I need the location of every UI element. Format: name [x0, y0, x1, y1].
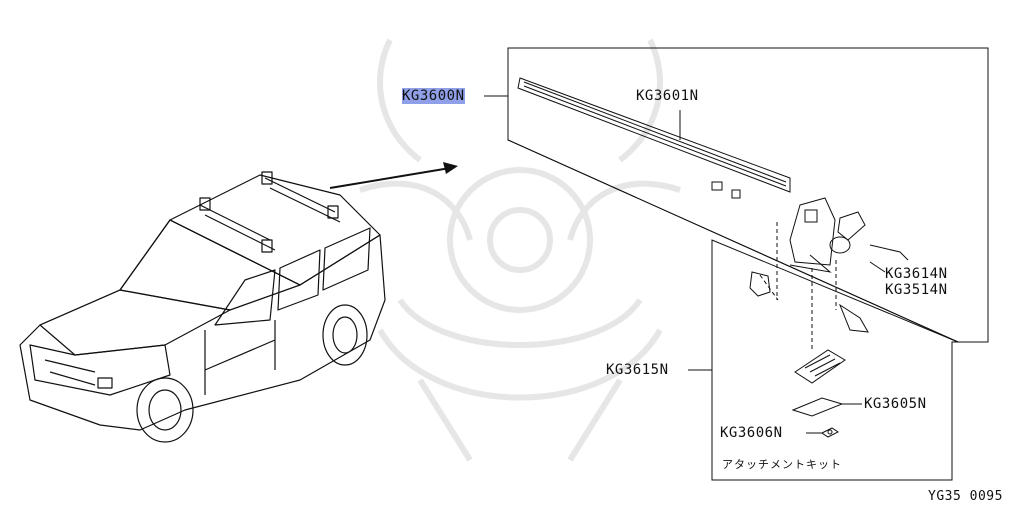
vehicle-illustration: [19, 171, 386, 443]
leader-lines: [484, 95, 886, 434]
roof-rail-part: [517, 77, 791, 199]
figure-code: YG35 0095: [928, 489, 1003, 504]
pad-sheet-part: [791, 397, 844, 417]
part-label-kg3615n[interactable]: KG3615N: [606, 362, 669, 378]
kit-parts-box: [711, 239, 959, 481]
part-label-kg3614n[interactable]: KG3614N: [885, 266, 948, 282]
assembly-guides: [759, 222, 837, 350]
small-bracket-part: [749, 271, 869, 333]
part-label-kg3606n[interactable]: KG3606N: [720, 425, 783, 441]
carrier-assembly-part: [789, 197, 909, 273]
watermark-logo: [359, 38, 681, 462]
main-parts-box: [507, 47, 989, 343]
kit-caption: アタッチメントキット: [722, 458, 842, 471]
part-label-kg3601n[interactable]: KG3601N: [636, 88, 699, 104]
part-label-kg3605n[interactable]: KG3605N: [864, 396, 927, 412]
pointer-arrow: [329, 162, 458, 189]
part-label-kg3600n[interactable]: KG3600N: [402, 88, 465, 104]
clip-part: [821, 427, 839, 438]
part-label-kg3514n[interactable]: KG3514N: [885, 282, 948, 298]
attachment-pad-part: [794, 349, 846, 384]
